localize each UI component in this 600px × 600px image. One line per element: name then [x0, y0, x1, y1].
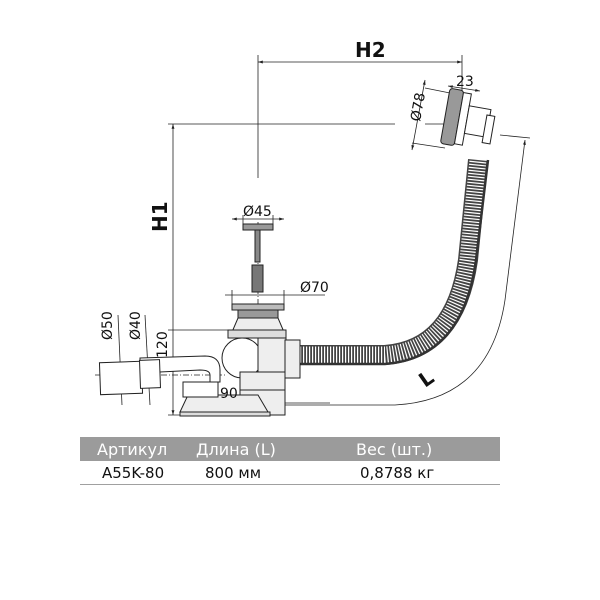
cell-article: A55K-80 [102, 464, 165, 482]
drain-plug [231, 223, 285, 333]
siphon-technical-drawing: H2 H1 Ø45 Ø70 Ø78 23 120 Ø50 Ø40 90 L [95, 38, 531, 417]
table-header: Артикул Длина (L) Вес (шт.) [80, 437, 500, 461]
h2-label: H2 [355, 38, 386, 62]
table-row: A55K-80 800 мм 0,8788 кг [80, 461, 500, 485]
d45-label: Ø45 [243, 204, 272, 220]
d40-label: Ø40 [128, 311, 144, 340]
h1-label: H1 [148, 201, 172, 232]
dim120-label: 120 [155, 331, 171, 358]
siphon-body [98, 329, 301, 417]
length-label: L [414, 365, 438, 392]
header-article: Артикул [97, 440, 168, 459]
d78-label: Ø78 [408, 92, 429, 123]
d70-label: Ø70 [300, 280, 329, 296]
cell-length: 800 мм [205, 464, 262, 482]
header-length: Длина (L) [196, 440, 276, 459]
length-dimension-arc [268, 139, 526, 406]
header-weight: Вес (шт.) [356, 440, 433, 459]
dim90-label: 90 [220, 386, 238, 402]
d50-label: Ø50 [100, 311, 116, 340]
cell-weight: 0,8788 кг [360, 464, 435, 482]
spec-table: Артикул Длина (L) Вес (шт.) A55K-80 800 … [80, 437, 500, 485]
dim23-label: 23 [456, 74, 474, 90]
overflow-rosette [440, 88, 496, 146]
